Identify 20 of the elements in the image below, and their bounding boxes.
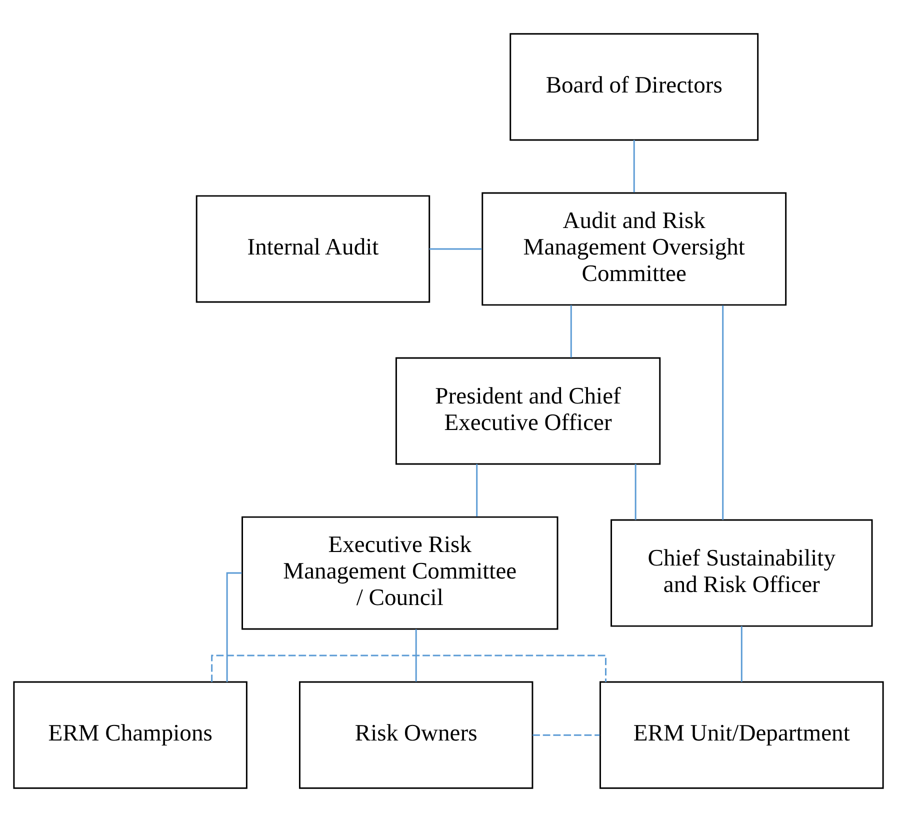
connector: [476, 464, 478, 516]
node-box: Internal Audit: [196, 194, 430, 302]
connector: [740, 626, 742, 682]
connector: [633, 139, 635, 192]
node-box: President and Chief Executive Officer: [395, 356, 661, 464]
connector: [415, 628, 417, 682]
connector: [429, 248, 482, 250]
connector: [532, 734, 600, 736]
connector: [226, 572, 242, 682]
connector: [570, 304, 572, 358]
node-box: ERM Champions: [13, 680, 248, 788]
node-box: Board of Directors: [510, 32, 759, 140]
connector: [211, 654, 606, 682]
node-box: ERM Unit/Department: [599, 680, 884, 788]
connector: [634, 464, 636, 520]
connector: [722, 304, 724, 520]
node-box: Executive Risk Management Committee / Council: [242, 516, 558, 630]
node-box: Chief Sustainability and Risk Officer: [610, 518, 873, 626]
node-box: Risk Owners: [298, 680, 534, 788]
node-box: Audit and Risk Management Oversight Committee: [482, 192, 787, 306]
